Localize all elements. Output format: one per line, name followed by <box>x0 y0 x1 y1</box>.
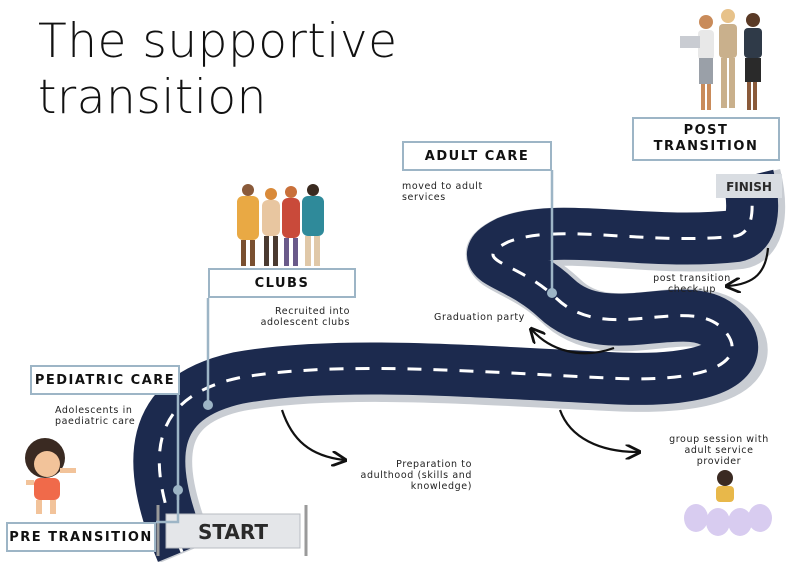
stage-pediatric-care-label: PEDIATRIC CARE <box>34 372 176 388</box>
child-illustration <box>25 438 76 514</box>
note-group-line-1: group session with <box>669 434 769 445</box>
connector-pre-transition <box>156 490 180 524</box>
arrow-checkup <box>728 247 770 286</box>
stage-adult-care-label: ADULT CARE <box>424 148 530 164</box>
page-title: The supportive transition <box>38 14 398 126</box>
note-preparation-line-3: knowledge) <box>410 481 472 492</box>
title-line-1: The supportive <box>38 14 398 69</box>
stage-clubs-label: CLUBS <box>254 275 310 291</box>
finish-label: FINISH <box>726 180 772 194</box>
note-group-session: group session with adult service provide… <box>660 434 778 467</box>
start-banner <box>165 513 301 549</box>
connector-dot-adult <box>547 288 557 298</box>
note-adult-line-2: services <box>402 192 446 203</box>
stage-pre-transition-label: PRE TRANSITION <box>9 529 153 545</box>
note-adult-care: moved to adult services <box>402 181 483 203</box>
note-preparation-line-2: adulthood (skills and <box>360 470 472 481</box>
note-adult-line-1: moved to adult <box>402 181 483 192</box>
stage-pediatric-care: PEDIATRIC CARE <box>30 365 180 395</box>
note-clubs-line-1: Recruited into <box>274 306 350 317</box>
note-checkup-line-1: post transition <box>653 273 731 284</box>
arrow-preparation <box>280 409 344 460</box>
note-clubs-line-2: adolescent clubs <box>260 317 350 328</box>
arrow-graduation <box>532 330 615 355</box>
start-label: START <box>198 520 268 544</box>
note-checkup-line-2: check-up <box>667 284 717 295</box>
stage-post-transition-label-1: POST <box>683 123 729 138</box>
friends-group-illustration <box>237 184 324 266</box>
stage-adult-care: ADULT CARE <box>402 141 552 171</box>
note-pediatric-line-1: Adolescents in <box>55 405 133 416</box>
note-checkup: post transition check-up <box>632 273 752 295</box>
note-pediatric: Adolescents in paediatric care <box>55 405 135 427</box>
note-graduation-line-1: Graduation party <box>434 312 525 323</box>
note-graduation: Graduation party <box>434 312 525 323</box>
stage-clubs: CLUBS <box>208 268 356 298</box>
note-clubs: Recruited into adolescent clubs <box>246 306 350 328</box>
note-group-line-3: provider <box>696 456 742 467</box>
note-preparation-line-1: Preparation to <box>396 459 472 470</box>
group-session-illustration <box>684 470 772 536</box>
stage-post-transition: POST TRANSITION <box>632 117 780 161</box>
stage-pre-transition: PRE TRANSITION <box>6 522 156 552</box>
title-line-2: transition <box>38 70 267 125</box>
note-preparation: Preparation to adulthood (skills and kno… <box>356 459 472 492</box>
arrow-group-session <box>558 409 638 452</box>
stage-post-transition-label-2: TRANSITION <box>653 139 759 154</box>
finish-banner <box>716 174 782 198</box>
connector-dot-clubs <box>203 400 213 410</box>
road-center-dashes <box>157 175 754 553</box>
professionals-illustration <box>680 9 762 110</box>
note-group-line-2: adult service <box>684 445 754 456</box>
note-pediatric-line-2: paediatric care <box>55 416 136 427</box>
